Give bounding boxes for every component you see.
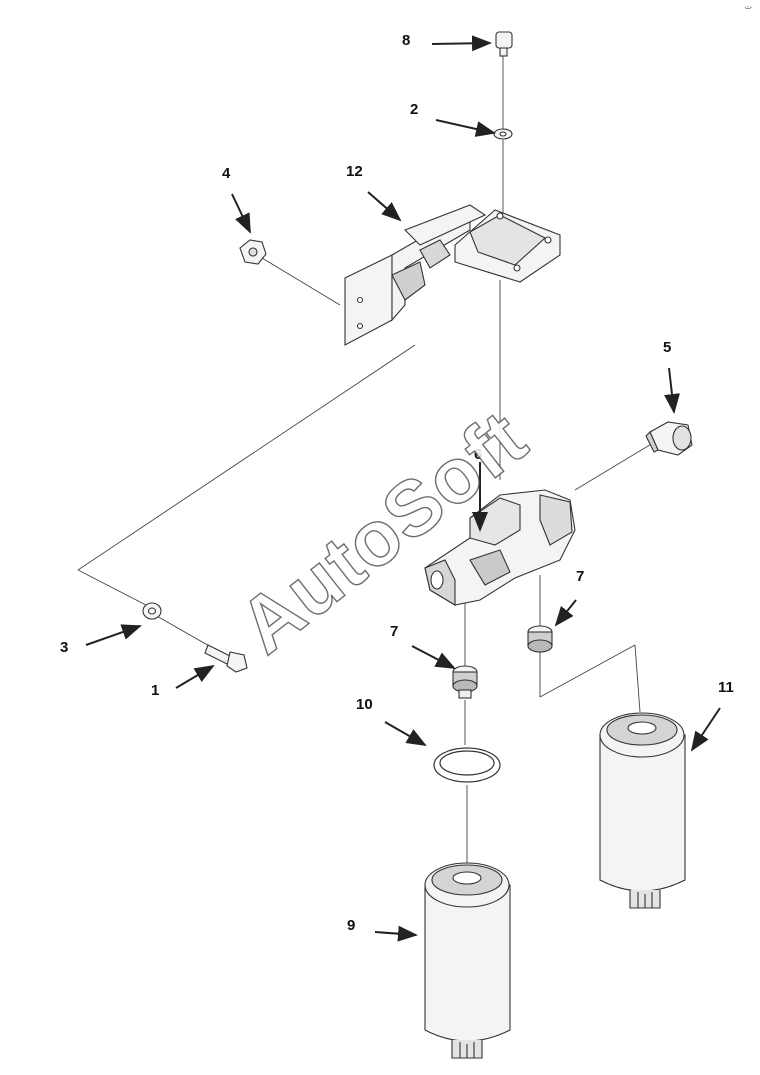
arrow-11 (690, 707, 721, 752)
arrow-1 (175, 664, 215, 689)
callout-12: 12 (346, 163, 363, 180)
arrow-5 (664, 367, 680, 414)
callout-3: 3 (60, 639, 69, 656)
callout-9: 9 (347, 917, 356, 934)
part-3-washer (142, 602, 162, 620)
arrow-2 (435, 119, 496, 137)
callout-2: 2 (410, 101, 419, 118)
arrow-9 (374, 925, 418, 942)
part-10-seal-ring (433, 747, 501, 783)
corner-mark: ت (744, 2, 752, 11)
callout-6: 6 (474, 446, 483, 463)
callout-1: 1 (151, 682, 160, 699)
part-6-filter-head (424, 489, 576, 606)
part-1-bolt (204, 644, 248, 673)
part-9-fuel-filter (424, 862, 511, 1059)
part-8-bolt (495, 31, 513, 57)
arrow-4 (231, 193, 251, 234)
callout-11: 11 (718, 679, 734, 696)
callout-4: 4 (222, 165, 231, 182)
arrow-7-left (411, 645, 456, 669)
arrow-8 (431, 35, 492, 52)
callout-8: 8 (402, 32, 411, 49)
callout-7-left: 7 (390, 623, 399, 640)
arrow-3 (85, 624, 142, 646)
part-12-mounting-bracket (344, 204, 561, 346)
callout-5: 5 (663, 339, 672, 356)
callout-7-right: 7 (576, 568, 585, 585)
part-5-fitting (645, 421, 693, 456)
part-2-washer (493, 128, 513, 140)
part-11-fuel-filter (599, 712, 686, 909)
part-7-plug-right (527, 625, 553, 653)
arrow-7-right (554, 599, 577, 627)
callout-arrows (85, 35, 721, 942)
assembly-centerlines (77, 50, 659, 865)
callout-10: 10 (356, 696, 373, 713)
part-4-nut (239, 239, 267, 265)
arrow-10 (384, 721, 427, 746)
part-7-plug-left (452, 665, 478, 699)
arrow-12 (367, 191, 402, 222)
